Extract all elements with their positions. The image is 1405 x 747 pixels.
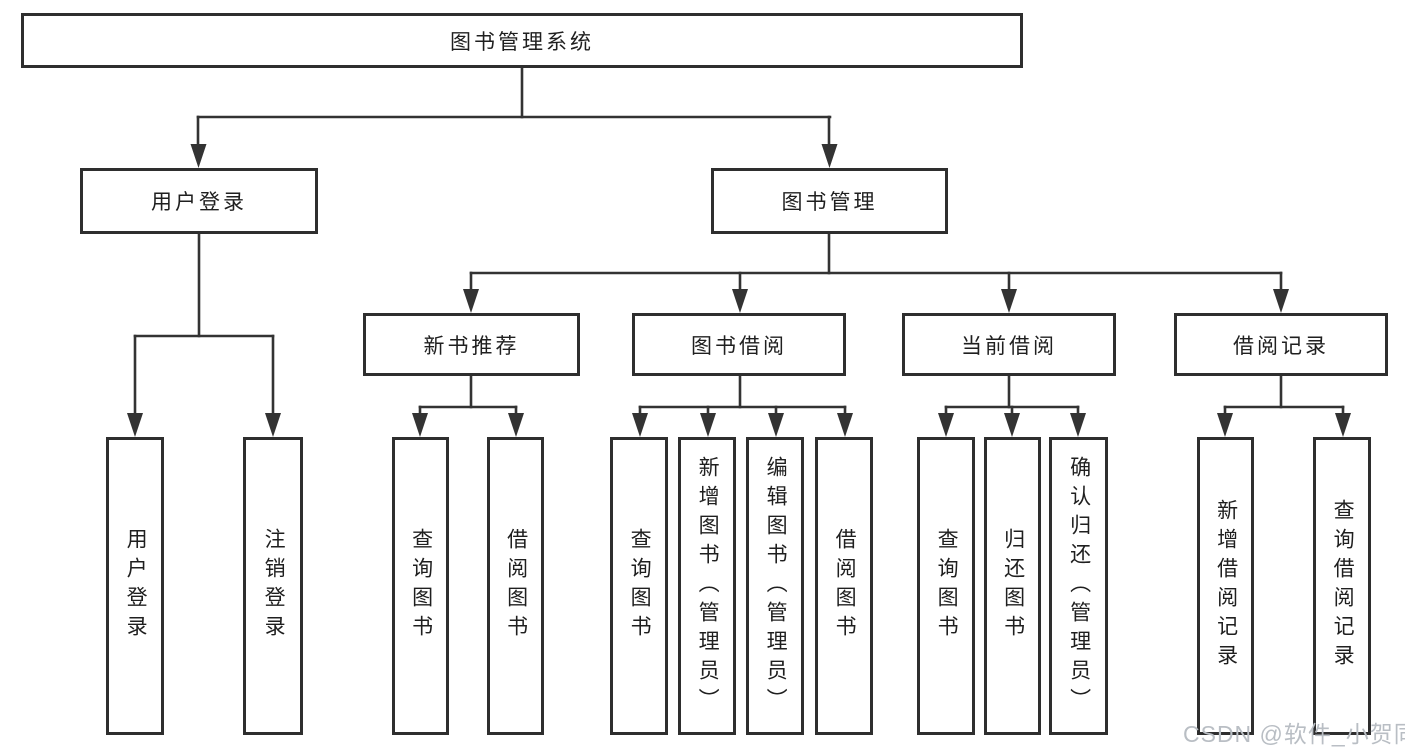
leaf-recommend-query-books-label: 查询图书 — [409, 528, 433, 644]
node-root: 图书管理系统 — [21, 13, 1023, 68]
leaf-borrow-query-books: 查询图书 — [610, 437, 668, 735]
leaf-recommend-borrow-books: 借阅图书 — [487, 437, 544, 735]
leaf-borrow-query-books-label: 查询图书 — [628, 528, 652, 644]
node-book-borrow: 图书借阅 — [632, 313, 846, 376]
node-current-borrow-label: 当前借阅 — [961, 334, 1057, 358]
leaf-add-borrow-record: 新增借阅记录 — [1197, 437, 1254, 735]
leaf-recommend-borrow-books-label: 借阅图书 — [504, 528, 528, 644]
node-book-borrow-label: 图书借阅 — [691, 334, 787, 358]
leaf-return-books: 归还图书 — [984, 437, 1041, 735]
node-borrow-records: 借阅记录 — [1174, 313, 1388, 376]
leaf-edit-books-admin-label: 编辑图书（管理员） — [764, 455, 788, 717]
leaf-logout-label: 注销登录 — [262, 528, 286, 644]
node-book-management-label: 图书管理 — [781, 191, 878, 214]
node-root-label: 图书管理系统 — [450, 30, 594, 54]
leaf-current-query-books-label: 查询图书 — [935, 528, 959, 644]
node-book-management: 图书管理 — [711, 168, 948, 234]
leaf-current-query-books: 查询图书 — [917, 437, 975, 735]
arrowheads — [127, 144, 1351, 437]
node-borrow-records-label: 借阅记录 — [1233, 334, 1329, 358]
leaf-confirm-return-admin-label: 确认归还（管理员） — [1067, 455, 1091, 717]
node-new-book-recommend-label: 新书推荐 — [423, 334, 520, 358]
leaf-recommend-query-books: 查询图书 — [392, 437, 449, 735]
csdn-watermark: CSDN @软件_小贺同学 — [1183, 721, 1405, 747]
leaf-edit-books-admin: 编辑图书（管理员） — [746, 437, 804, 735]
node-user-login-label: 用户登录 — [151, 191, 247, 214]
node-current-borrow: 当前借阅 — [902, 313, 1116, 376]
leaf-return-books-label: 归还图书 — [1001, 528, 1025, 644]
leaf-borrow-borrow-books-label: 借阅图书 — [833, 528, 857, 644]
leaf-add-borrow-record-label: 新增借阅记录 — [1214, 499, 1238, 673]
leaf-query-borrow-record: 查询借阅记录 — [1313, 437, 1371, 735]
leaf-query-borrow-record-label: 查询借阅记录 — [1331, 499, 1355, 673]
node-user-login: 用户登录 — [80, 168, 318, 234]
leaf-borrow-borrow-books: 借阅图书 — [815, 437, 873, 735]
leaf-user-login: 用户登录 — [106, 437, 164, 735]
leaf-logout: 注销登录 — [243, 437, 303, 735]
leaf-add-books-admin: 新增图书（管理员） — [678, 437, 736, 735]
leaf-user-login-label: 用户登录 — [124, 528, 148, 644]
node-new-book-recommend: 新书推荐 — [363, 313, 580, 376]
leaf-confirm-return-admin: 确认归还（管理员） — [1049, 437, 1108, 735]
leaf-add-books-admin-label: 新增图书（管理员） — [696, 455, 720, 717]
